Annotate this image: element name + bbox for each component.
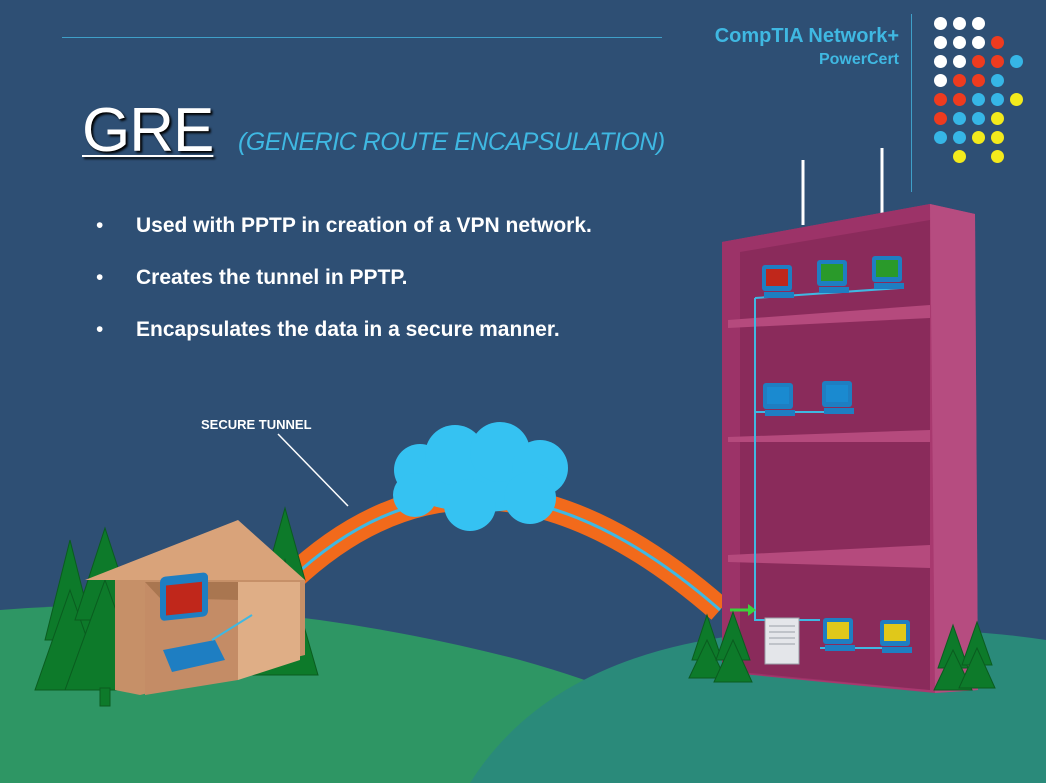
decorative-dot [953, 150, 966, 163]
decorative-dot [934, 93, 947, 106]
decorative-dot-grid [934, 17, 1034, 167]
decorative-dot [1010, 93, 1023, 106]
decorative-dot [953, 93, 966, 106]
decorative-dot [972, 74, 985, 87]
decorative-dot [953, 55, 966, 68]
bullet-glyph: • [96, 318, 104, 341]
decorative-dot [934, 74, 947, 87]
decorative-dot [991, 112, 1004, 125]
bullet-glyph: • [96, 214, 104, 237]
decorative-dot [934, 17, 947, 30]
decorative-dot [972, 36, 985, 49]
decorative-dot [991, 36, 1004, 49]
decorative-dot [953, 112, 966, 125]
decorative-dot [972, 131, 985, 144]
tunnel-label-leader [277, 433, 349, 507]
decorative-dot [953, 36, 966, 49]
decorative-dot [991, 93, 1004, 106]
decorative-dot [991, 131, 1004, 144]
bullet-list: •Used with PPTP in creation of a VPN net… [96, 214, 592, 370]
server-icon [764, 617, 800, 665]
decorative-dot [991, 150, 1004, 163]
tree-group-right [688, 610, 996, 691]
bullet-item: •Creates the tunnel in PPTP. [96, 266, 408, 289]
secure-tunnel [281, 483, 729, 620]
brand-author: PowerCert [818, 51, 899, 68]
decorative-dot [1010, 55, 1023, 68]
decorative-dot [972, 93, 985, 106]
bullet-item: •Encapsulates the data in a secure manne… [96, 318, 560, 341]
slide-subtitle: (GENERIC ROUTE ENCAPSULATION) [238, 128, 665, 156]
decorative-dot [953, 74, 966, 87]
home-computer-icon [160, 572, 253, 672]
decorative-dot [972, 112, 985, 125]
decorative-dot [934, 36, 947, 49]
decorative-dot [934, 112, 947, 125]
bullet-item: •Used with PPTP in creation of a VPN net… [96, 214, 592, 237]
office-building [722, 148, 978, 693]
decorative-dot [934, 131, 947, 144]
decorative-dot [953, 131, 966, 144]
header-rule [62, 37, 662, 38]
decorative-dot [934, 55, 947, 68]
decorative-dot [991, 74, 1004, 87]
decorative-dot [972, 17, 985, 30]
decorative-dot [972, 55, 985, 68]
secure-tunnel-label: SECURE TUNNEL [201, 417, 312, 432]
internet-cloud [393, 422, 568, 531]
decorative-dot [991, 55, 1004, 68]
decorative-dot [953, 17, 966, 30]
bullet-glyph: • [96, 266, 104, 289]
brand-name: CompTIA Network+ [714, 25, 899, 47]
house [85, 520, 305, 695]
header-divider [911, 14, 912, 192]
slide-title: GRE [82, 96, 214, 165]
office-computer-icons [762, 256, 912, 665]
